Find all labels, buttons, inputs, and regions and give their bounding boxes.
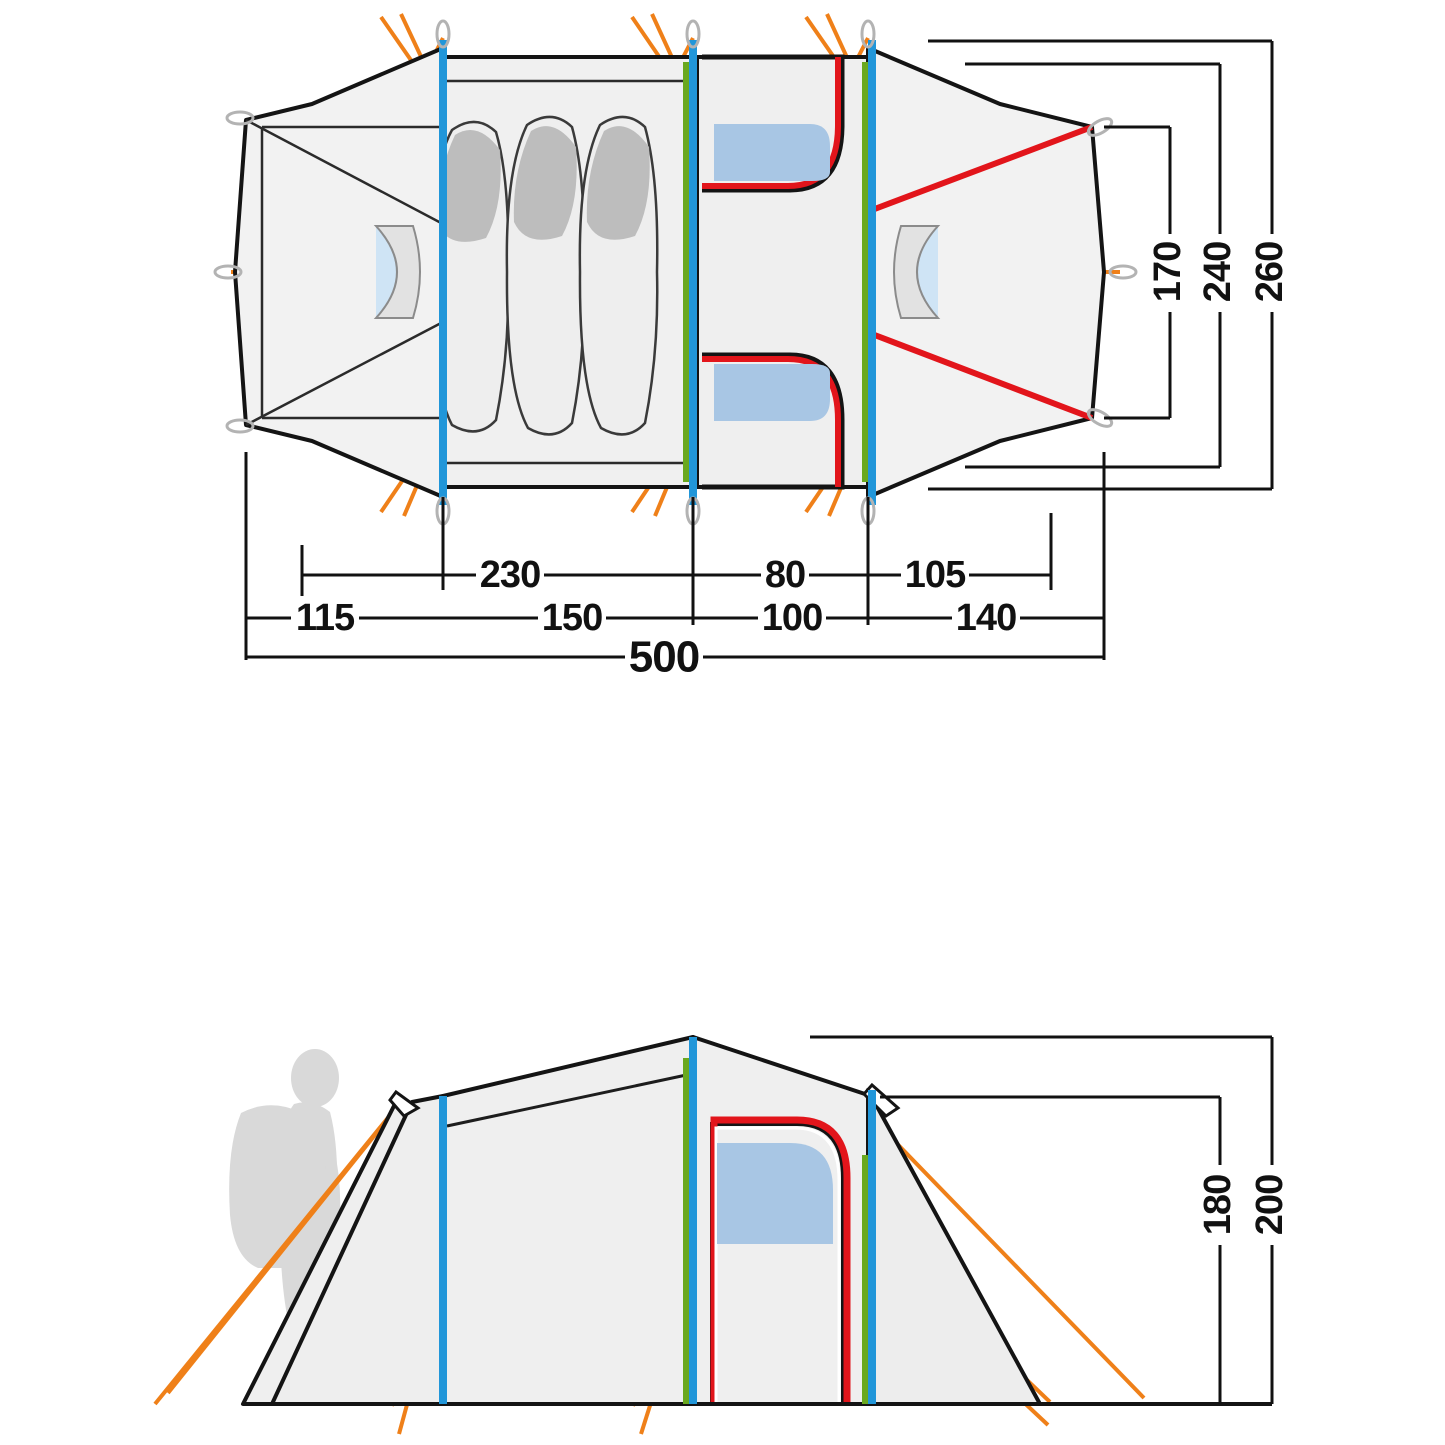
pole-left xyxy=(439,40,447,505)
window-bottom xyxy=(702,352,845,490)
side-left-vestibule-apex-detail xyxy=(388,1089,421,1118)
side-sleeping-cabin xyxy=(441,1035,695,1406)
pole-side-mid-blue xyxy=(689,1037,697,1404)
tent-left-fold-lines xyxy=(245,118,444,427)
dimension-label-80: 80 xyxy=(765,554,805,596)
side-right-vestibule-panel xyxy=(866,1088,1042,1406)
vent-right xyxy=(893,225,941,319)
dimension-label-180: 180 xyxy=(1197,1175,1239,1235)
pole-side-left xyxy=(439,1096,447,1404)
top-view-group xyxy=(213,13,1138,526)
sleeping-mat xyxy=(505,115,586,436)
side-cabin-seam-lines xyxy=(446,1072,692,1128)
dimension-label-230: 230 xyxy=(480,554,540,596)
dimension-label-500: 500 xyxy=(629,633,699,682)
pole-side-right-green xyxy=(862,1155,869,1404)
pole-side-mid-green xyxy=(683,1058,690,1404)
side-door xyxy=(710,1116,851,1404)
svg-text:260: 260 xyxy=(1249,242,1291,302)
right-vestibule-zip-lines xyxy=(870,124,1094,421)
sleeping-mats-group xyxy=(443,115,659,436)
window-top xyxy=(702,54,845,193)
pole-right xyxy=(862,40,876,505)
sleeping-mat xyxy=(578,115,659,436)
pole-group-side-view xyxy=(439,1037,876,1404)
sleeping-mat xyxy=(443,120,510,433)
dimension-label-105: 105 xyxy=(905,554,966,596)
pole-side-right-blue xyxy=(868,1090,876,1404)
pole-middle xyxy=(683,40,697,505)
tent-left-outer-shell xyxy=(233,46,445,499)
top-view-horizontal-dimension-labels: 230 80 105 115 150 100 140 500 xyxy=(296,554,1017,682)
top-view-vertical-dimension-labels-fg: 170 240 260 xyxy=(1147,242,1291,302)
svg-text:170: 170 xyxy=(1147,242,1189,302)
vertical-label-masks xyxy=(1155,234,1289,312)
side-view-vertical-dimension-labels: 180 200 xyxy=(1197,1175,1291,1235)
dimension-label-200: 200 xyxy=(1249,1175,1291,1235)
dimension-label-140: 140 xyxy=(956,597,1016,639)
dimension-label-115: 115 xyxy=(296,597,355,639)
dimension-label-150: 150 xyxy=(542,597,602,639)
vent-left xyxy=(373,225,421,319)
dimension-label-100: 100 xyxy=(762,597,822,639)
tent-right-outer-shell xyxy=(866,46,1106,499)
side-label-masks xyxy=(1205,1165,1289,1245)
pole-group-top-view xyxy=(439,40,876,505)
sleeping-room-seam-lines xyxy=(447,79,689,465)
side-view-group xyxy=(153,1035,1272,1435)
horizontal-label-masks xyxy=(291,553,1020,683)
svg-text:240: 240 xyxy=(1197,242,1239,302)
